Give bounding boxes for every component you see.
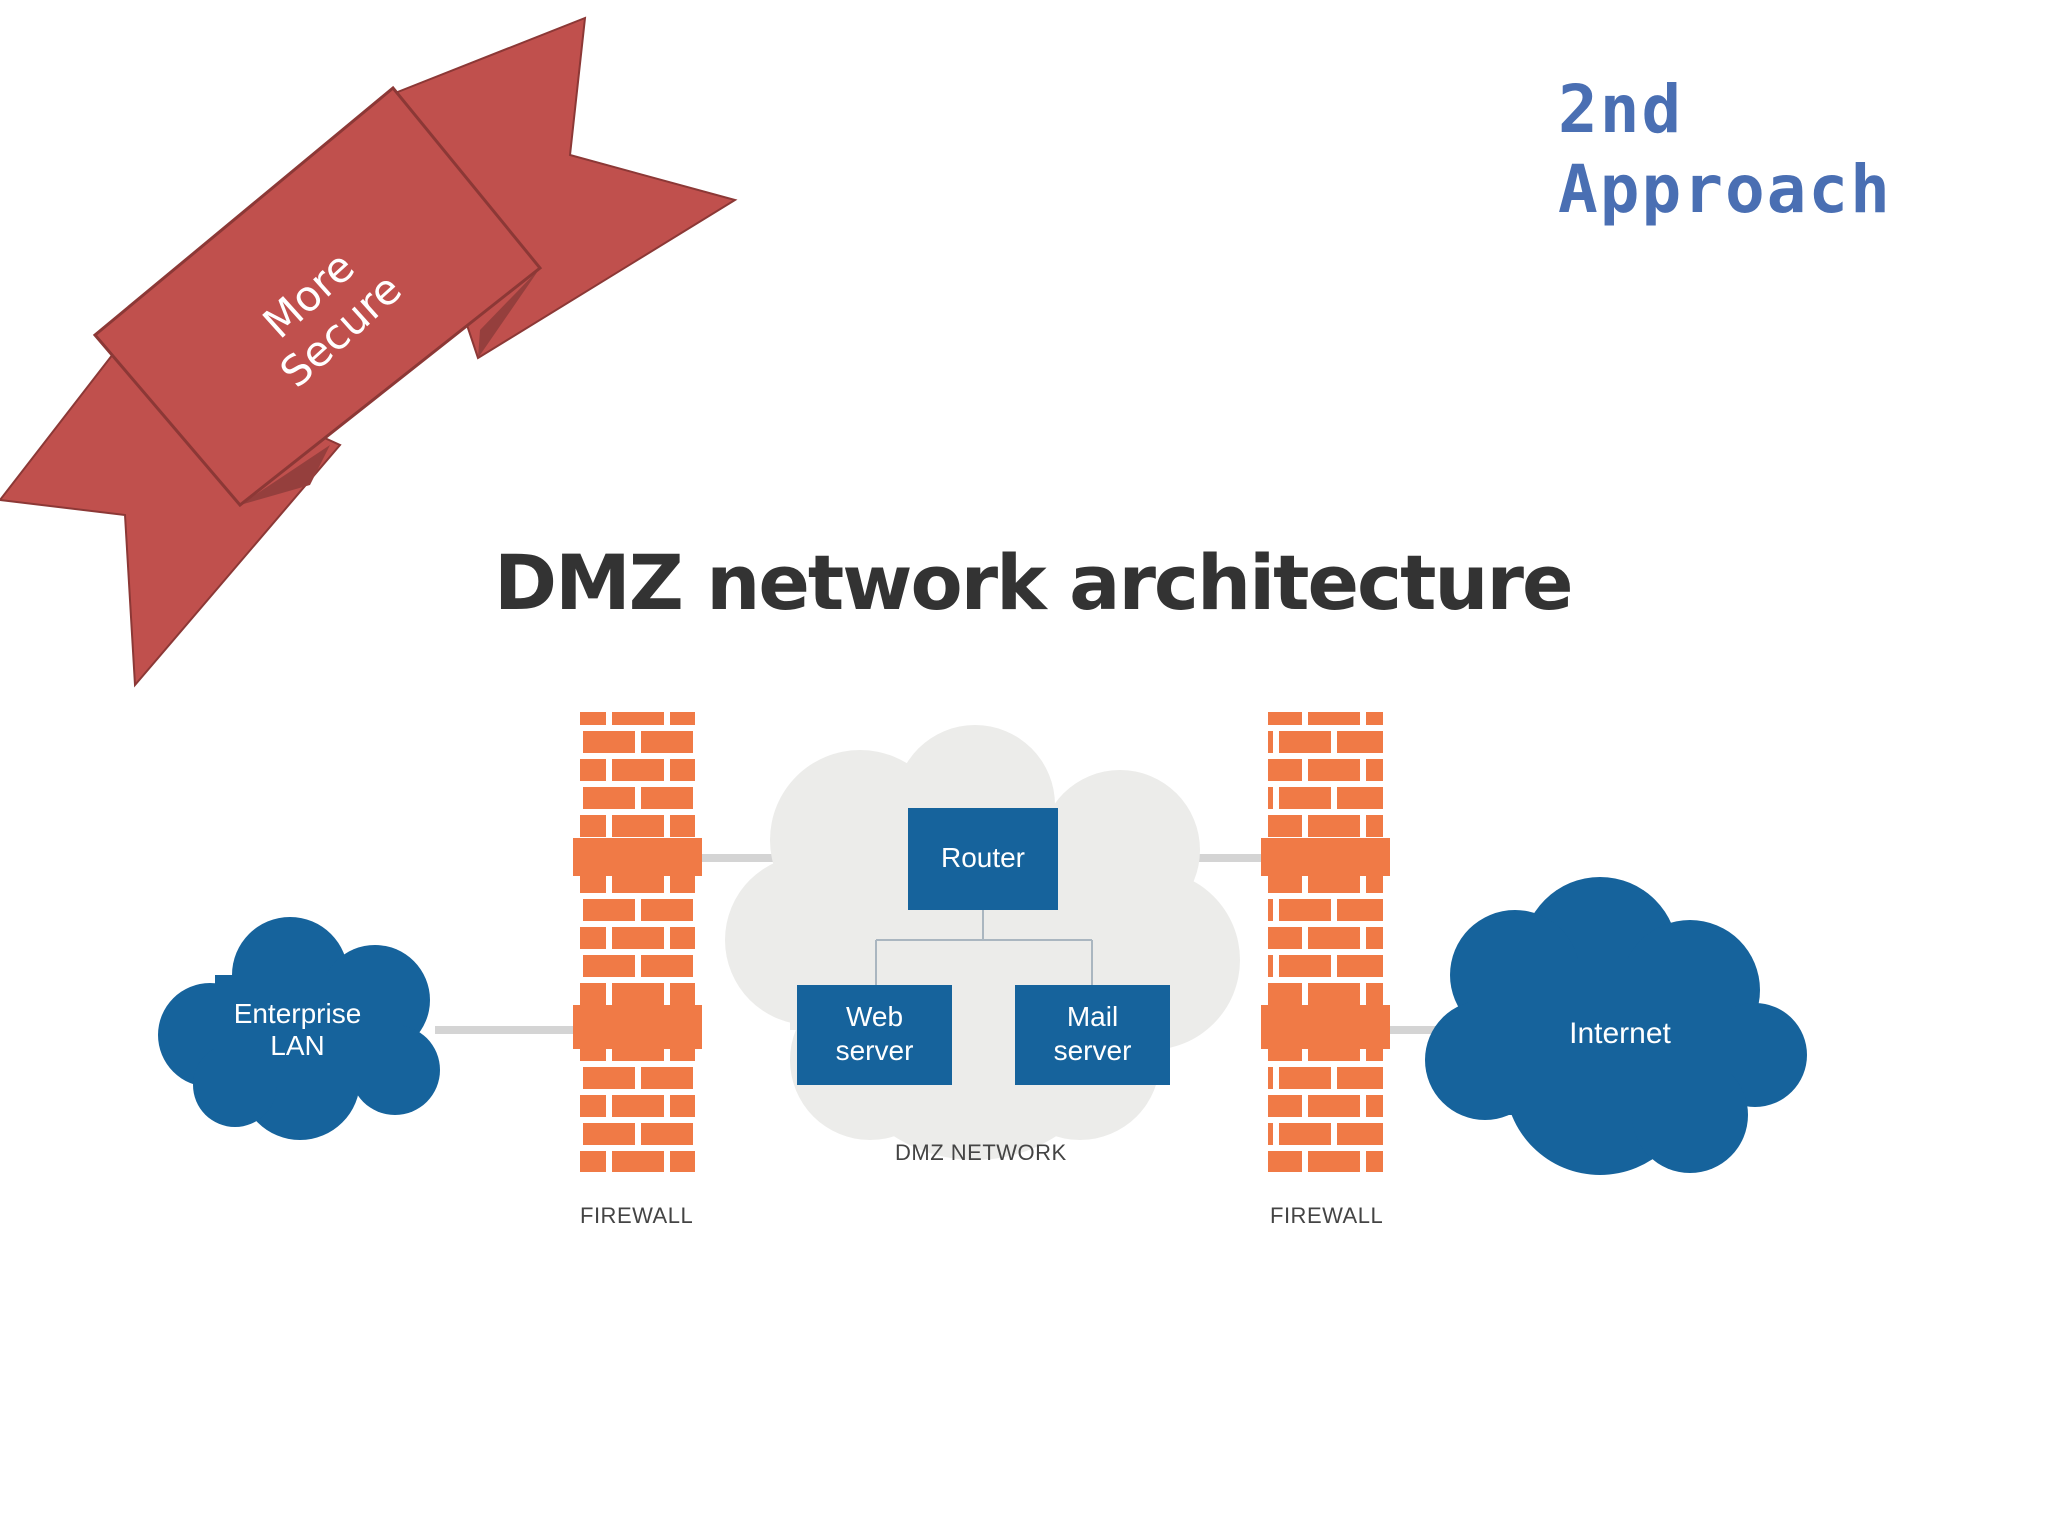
enterprise-lan-label: Enterprise LAN bbox=[205, 998, 390, 1062]
enterprise-lan-line-2: LAN bbox=[270, 1030, 325, 1061]
firewall-left bbox=[573, 712, 702, 1172]
dmz-cloud bbox=[725, 725, 1240, 1160]
ribbon-band bbox=[92, 85, 543, 508]
web-server-label: Web server bbox=[797, 1000, 952, 1068]
mail-server-box bbox=[1015, 985, 1170, 1085]
enterprise-lan-line-1: Enterprise bbox=[233, 998, 362, 1029]
diagram-title: DMZ network architecture bbox=[494, 538, 1574, 627]
ribbon-fold-left bbox=[240, 445, 330, 505]
router-links bbox=[875, 910, 1093, 985]
firewall-left-caption: FIREWALL bbox=[580, 1203, 694, 1228]
firewall-right-caption: FIREWALL bbox=[1270, 1203, 1384, 1228]
web-server-line-1: Web bbox=[845, 1001, 904, 1032]
internet-label: Internet bbox=[1569, 1017, 1671, 1050]
web-server-line-2: server bbox=[835, 1035, 914, 1066]
mail-server-line-1: Mail bbox=[1066, 1001, 1119, 1032]
web-server-box bbox=[797, 985, 952, 1085]
enterprise-lan-cloud bbox=[158, 917, 440, 1140]
ribbon-fold-right bbox=[478, 268, 540, 358]
approach-heading: 2nd Approach bbox=[1558, 70, 1892, 230]
router-box bbox=[908, 808, 1058, 910]
router-label: Router bbox=[940, 842, 1026, 873]
mail-server-label: Mail server bbox=[1015, 1000, 1170, 1068]
ribbon-banner bbox=[0, 16, 738, 688]
firewall-right bbox=[1261, 712, 1390, 1172]
internet-cloud bbox=[1425, 877, 1807, 1175]
approach-line-2: Approach bbox=[1558, 151, 1892, 228]
dmz-network-caption: DMZ NETWORK bbox=[895, 1140, 1067, 1165]
mail-server-line-2: server bbox=[1053, 1035, 1132, 1066]
approach-line-1: 2nd bbox=[1558, 71, 1684, 148]
